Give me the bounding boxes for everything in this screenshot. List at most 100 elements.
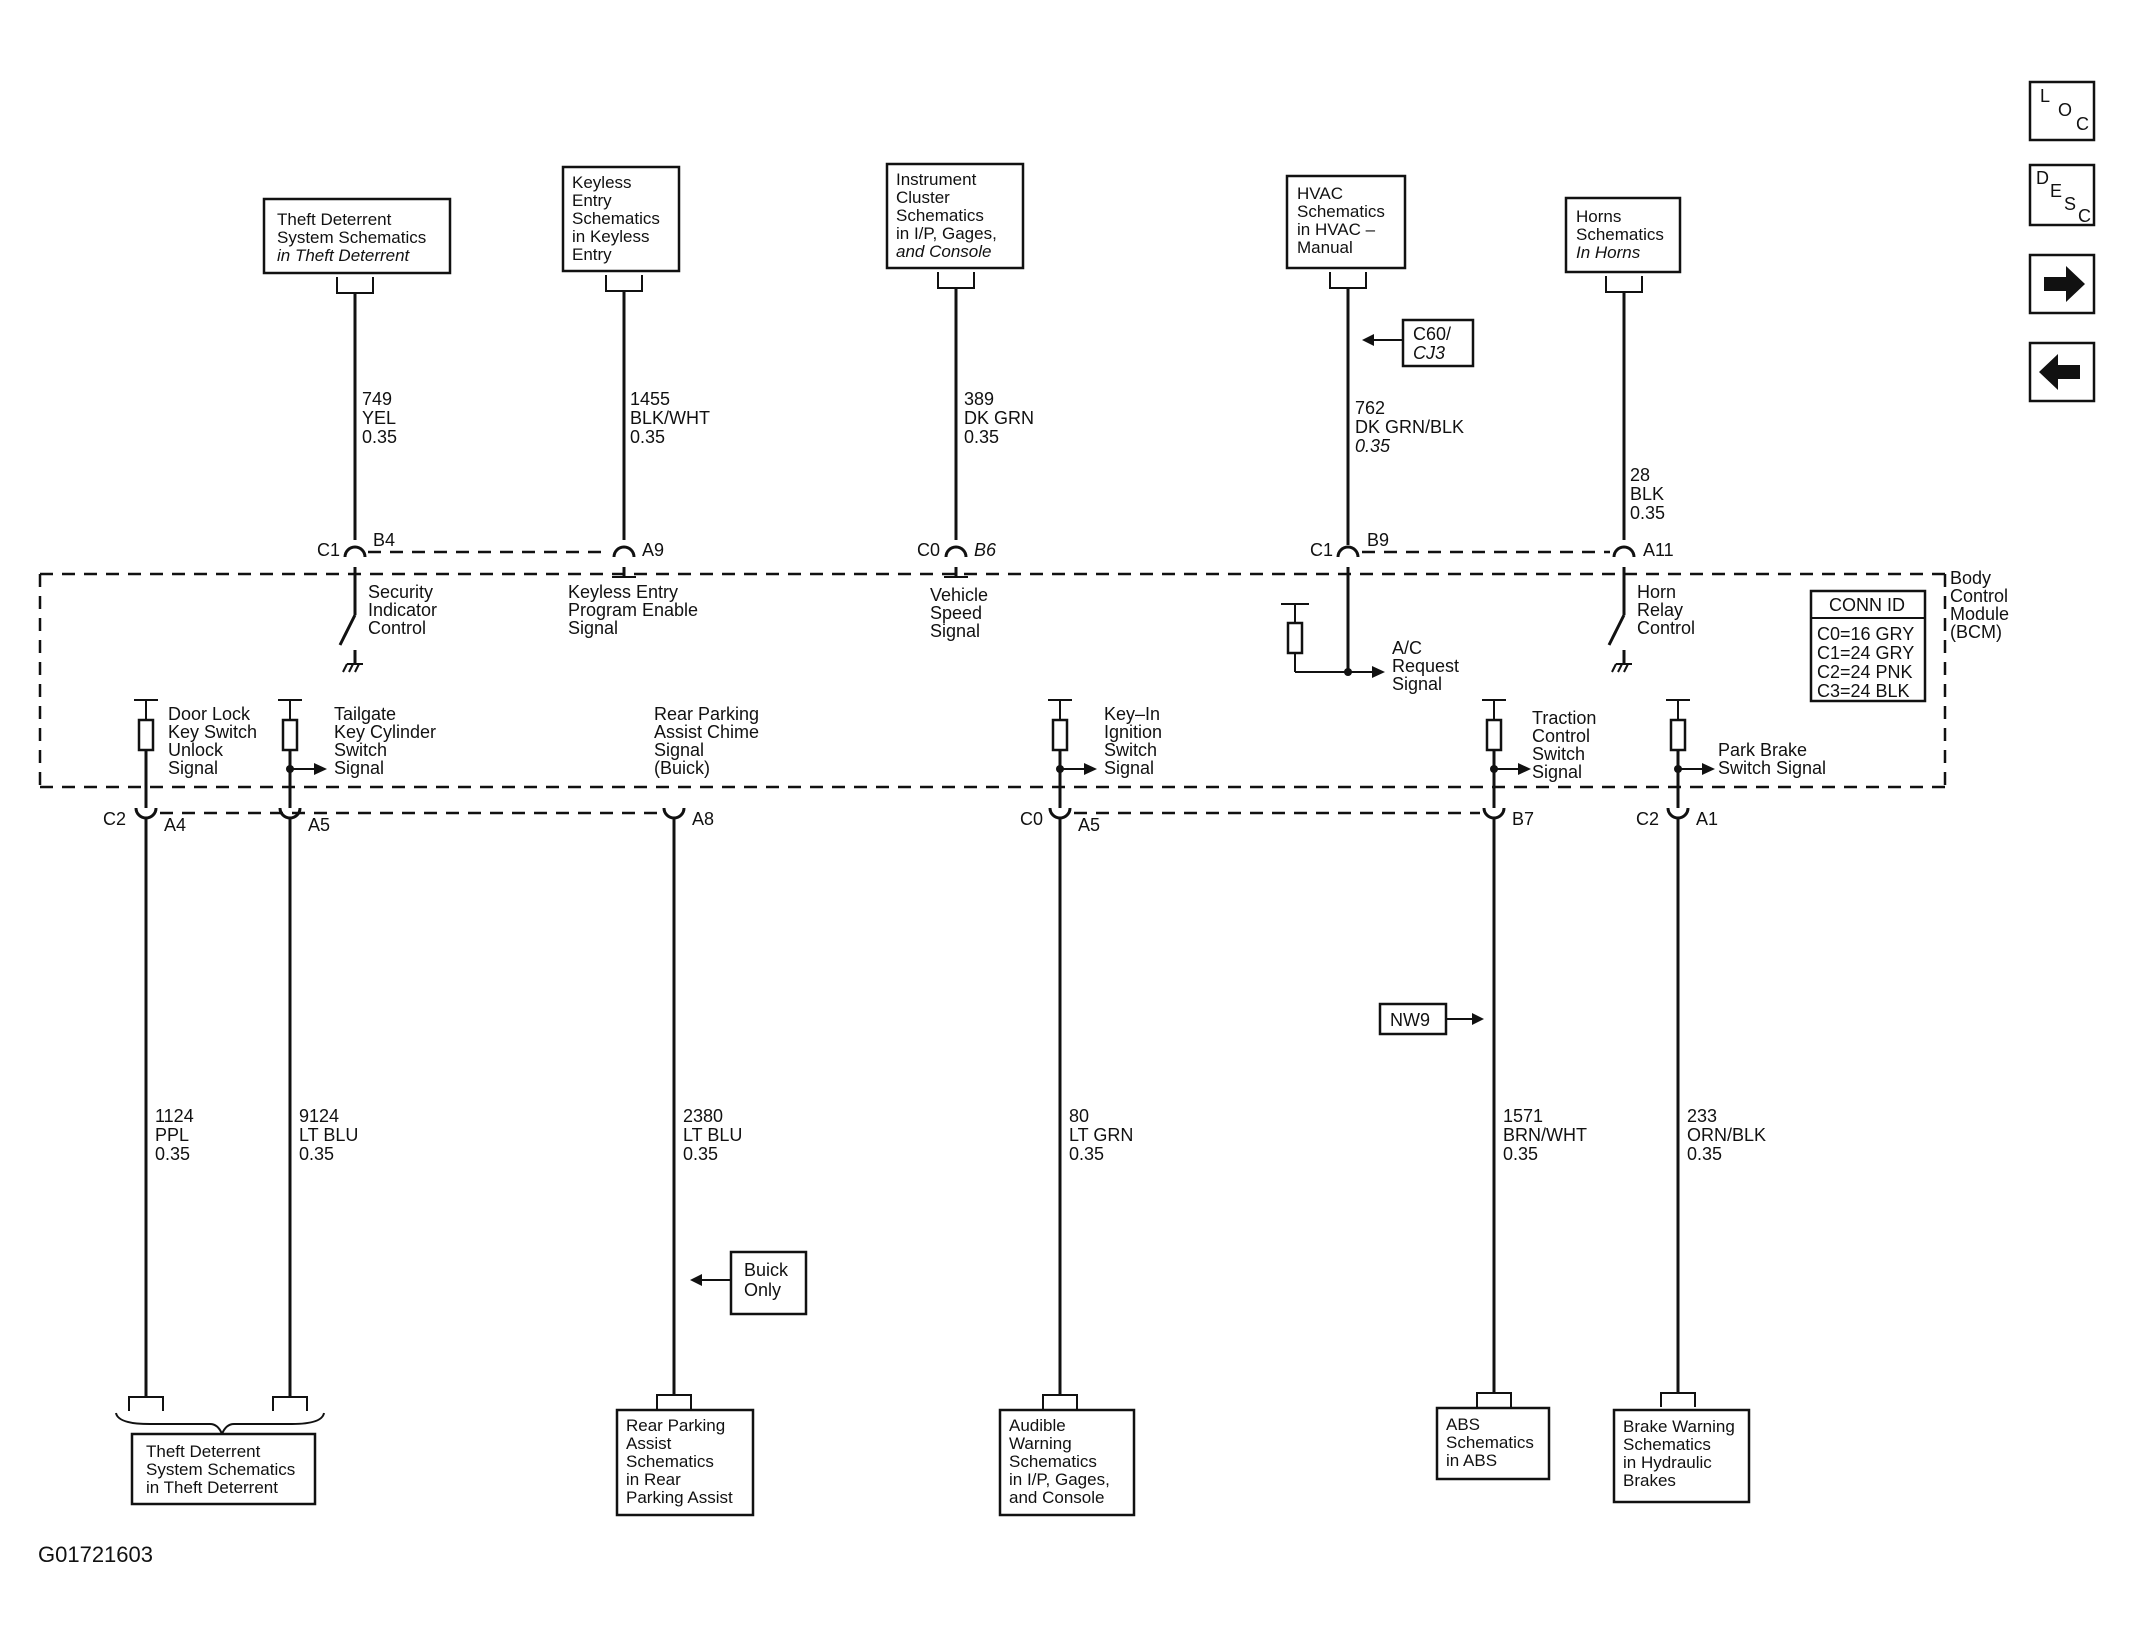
wire-size: 0.35	[630, 427, 665, 447]
pin-id: A8	[692, 809, 714, 829]
target-line: Schematics	[896, 206, 984, 225]
key-in-circuit	[1048, 699, 1097, 808]
target-line: and Console	[1009, 1488, 1104, 1507]
connector-id: C0	[1020, 809, 1043, 829]
arrow-right-icon	[1084, 763, 1097, 775]
target-line: Manual	[1297, 238, 1353, 257]
conn-id-table: CONN ID C0=16 GRY C1=24 GRY C2=24 PNK C3…	[1809, 589, 1927, 703]
wire-color: YEL	[362, 408, 396, 428]
target-line: Instrument	[896, 170, 977, 189]
loc-letter-1: L	[2040, 86, 2050, 106]
function-line: Request	[1392, 656, 1459, 676]
target-line: Warning	[1009, 1434, 1072, 1453]
target-line: In Horns	[1576, 243, 1641, 262]
bottom-target-4[interactable]: ABS Schematics in ABS	[1435, 1406, 1551, 1481]
function-line: Switch	[1532, 744, 1585, 764]
top-connector-stubs	[336, 272, 1643, 294]
module-name-line: Control	[1950, 586, 2008, 606]
desc-button[interactable]: D E S C	[2028, 163, 2096, 227]
next-page-button[interactable]	[2028, 253, 2096, 315]
top-pins	[343, 545, 1636, 558]
desc-letter-3: S	[2064, 194, 2076, 214]
target-line: in Keyless	[572, 227, 649, 246]
target-line: in Theft Deterrent	[277, 246, 411, 265]
top-target-1[interactable]: Theft Deterrent System Schematics in The…	[262, 197, 452, 275]
function-line: Key Cylinder	[334, 722, 436, 742]
arrow-right-icon	[1518, 763, 1531, 775]
wire-size: 0.35	[1355, 436, 1391, 456]
target-line: in Hydraulic	[1623, 1453, 1712, 1472]
circuit-number: 2380	[683, 1106, 723, 1126]
function-line: Program Enable	[568, 600, 698, 620]
pin-id: A11	[1643, 540, 1674, 560]
wire-color: BLK	[1630, 484, 1664, 504]
top-target-2[interactable]: Keyless Entry Schematics in Keyless Entr…	[561, 165, 681, 273]
function-line: Switch	[1104, 740, 1157, 760]
function-line: Signal	[1104, 758, 1154, 778]
function-line: Signal	[654, 740, 704, 760]
desc-letter-2: E	[2050, 181, 2062, 201]
pin-id: B4	[373, 530, 395, 550]
wire-size: 0.35	[362, 427, 397, 447]
top-target-3[interactable]: Instrument Cluster Schematics in I/P, Ga…	[885, 162, 1025, 270]
ac-request-circuit	[1281, 567, 1385, 678]
bottom-target-2[interactable]: Rear Parking Assist Schematics in Rear P…	[615, 1408, 755, 1517]
wire-size: 0.35	[155, 1144, 190, 1164]
target-line: Schematics	[626, 1452, 714, 1471]
function-line: Unlock	[168, 740, 224, 760]
conn-id-row: C3=24 BLK	[1817, 681, 1910, 701]
function-line: Key Switch	[168, 722, 257, 742]
function-line: (Buick)	[654, 758, 710, 778]
conn-id-row: C2=24 PNK	[1817, 662, 1913, 682]
circuit-number: 233	[1687, 1106, 1717, 1126]
bottom-wire-label-2: 9124 LT BLU 0.35	[299, 1106, 358, 1164]
function-line: Horn	[1637, 582, 1676, 602]
target-line: HVAC	[1297, 184, 1343, 203]
target-line: and Console	[896, 242, 991, 261]
fn-traction: Traction Control Switch Signal	[1532, 708, 1596, 782]
option-tag-line: C60/	[1413, 324, 1451, 344]
fn-park-brake: Park Brake Switch Signal	[1718, 740, 1826, 778]
security-switch	[338, 567, 363, 673]
target-line: Schematics	[1623, 1435, 1711, 1454]
bottom-target-5[interactable]: Brake Warning Schematics in Hydraulic Br…	[1612, 1408, 1751, 1504]
fn-keyless: Keyless Entry Program Enable Signal	[568, 582, 698, 638]
arrow-left-icon	[1362, 334, 1374, 346]
pin-id: A9	[642, 540, 664, 560]
target-line: in Theft Deterrent	[146, 1478, 278, 1497]
top-target-5[interactable]: Horns Schematics In Horns	[1564, 196, 1682, 274]
fn-ac-request: A/C Request Signal	[1392, 638, 1459, 694]
target-line: in I/P, Gages,	[896, 224, 997, 243]
function-line: Security	[368, 582, 433, 602]
function-line: Signal	[1392, 674, 1442, 694]
wire-size: 0.35	[964, 427, 999, 447]
circuit-number: 1571	[1503, 1106, 1543, 1126]
circuit-number: 749	[362, 389, 392, 409]
function-line: Door Lock	[168, 704, 251, 724]
fn-vehicle-speed: Vehicle Speed Signal	[930, 585, 988, 641]
target-line: Theft Deterrent	[277, 210, 392, 229]
bottom-connector-stubs	[128, 1392, 1696, 1411]
ground-icon	[342, 663, 363, 673]
function-line: Signal	[930, 621, 980, 641]
function-line: Control	[1532, 726, 1590, 746]
wire-color: DK GRN	[964, 408, 1034, 428]
left-arrow-icon	[2039, 354, 2080, 390]
arrow-left-icon	[690, 1274, 702, 1286]
park-brake-circuit	[1666, 699, 1715, 808]
prev-page-button[interactable]	[2028, 341, 2096, 403]
top-target-4[interactable]: HVAC Schematics in HVAC – Manual	[1285, 174, 1407, 270]
target-line: in HVAC –	[1297, 220, 1376, 239]
bottom-wire-label-5: 1571 BRN/WHT 0.35	[1503, 1106, 1587, 1164]
function-line: Signal	[568, 618, 618, 638]
target-line: Schematics	[1446, 1433, 1534, 1452]
bottom-target-1[interactable]: Theft Deterrent System Schematics in The…	[130, 1432, 317, 1506]
wire-color: BRN/WHT	[1503, 1125, 1587, 1145]
target-line: Schematics	[1009, 1452, 1097, 1471]
function-line: Signal	[168, 758, 218, 778]
top-wires	[353, 288, 1626, 545]
function-line: Relay	[1637, 600, 1683, 620]
bottom-target-3[interactable]: Audible Warning Schematics in I/P, Gages…	[998, 1408, 1136, 1517]
loc-button[interactable]: L O C	[2028, 80, 2096, 142]
horn-switch	[1607, 567, 1632, 673]
